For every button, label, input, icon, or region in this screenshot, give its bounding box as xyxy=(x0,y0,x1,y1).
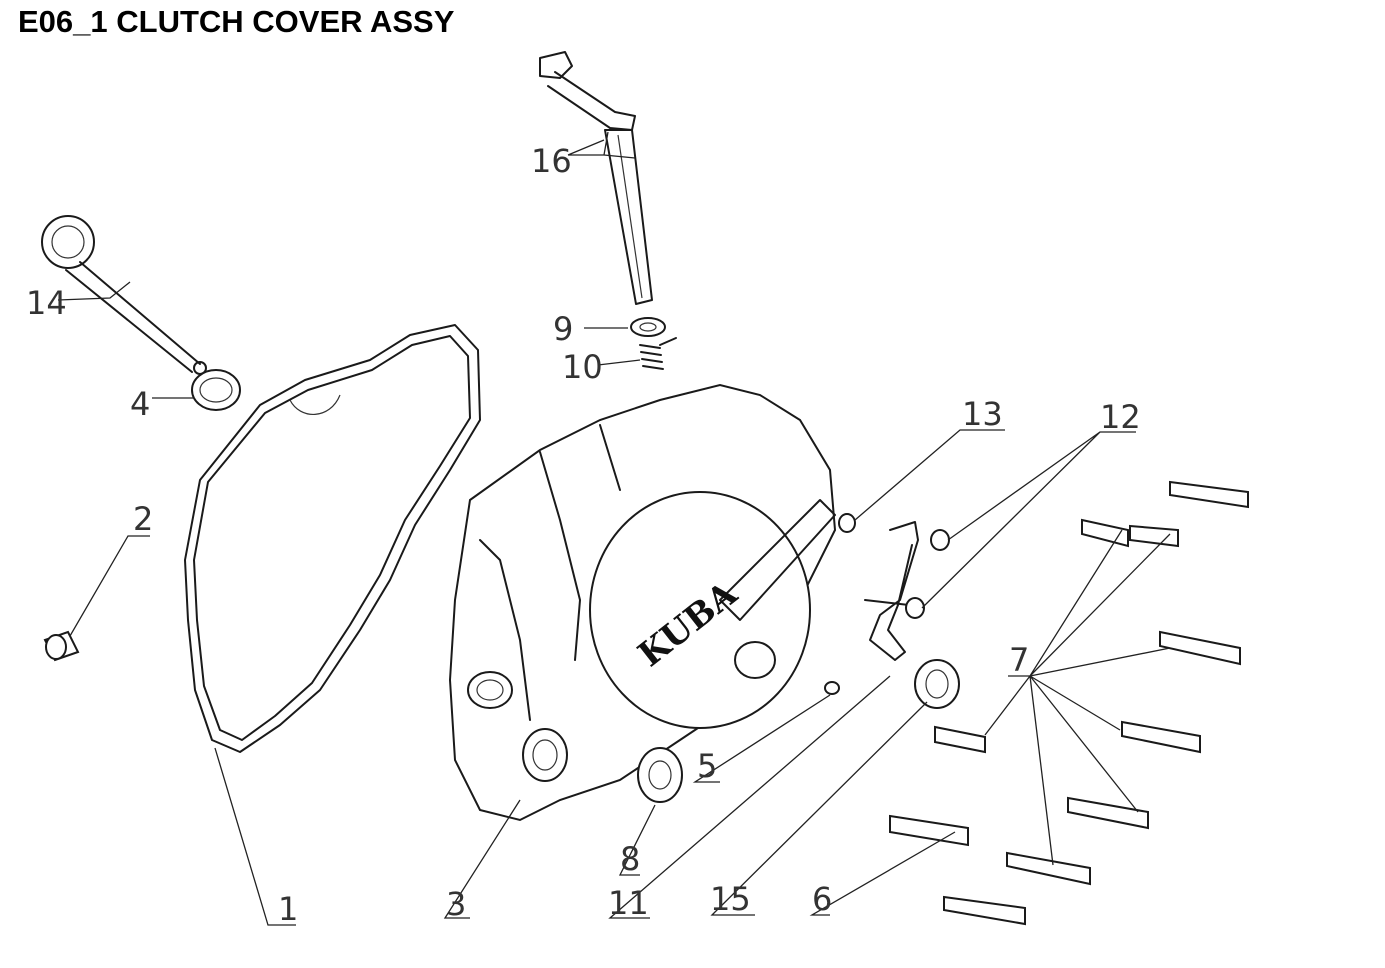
part-6-bolt[interactable] xyxy=(889,814,969,847)
part-16-lifter-shaft[interactable] xyxy=(539,51,653,305)
callout-11: 11 xyxy=(608,884,649,922)
callout-3: 3 xyxy=(446,885,466,923)
callout-15: 15 xyxy=(710,880,751,918)
part-1-gasket[interactable] xyxy=(184,324,481,753)
callout-5: 5 xyxy=(697,747,717,785)
part-4-o-ring[interactable] xyxy=(191,369,241,411)
callout-16: 16 xyxy=(531,142,572,180)
callout-9: 9 xyxy=(553,310,573,348)
part-11-clutch-lever[interactable] xyxy=(864,521,919,661)
part-5-plug[interactable] xyxy=(824,681,840,695)
callout-1: 1 xyxy=(278,890,298,928)
part-10-spring[interactable] xyxy=(639,337,677,370)
callout-10: 10 xyxy=(562,348,603,386)
callout-7: 7 xyxy=(1009,641,1029,679)
leader-lines xyxy=(57,131,1171,926)
callout-4: 4 xyxy=(130,385,150,423)
part-13-washer[interactable] xyxy=(838,513,856,533)
callout-2: 2 xyxy=(133,500,153,538)
part-8-seal[interactable] xyxy=(637,747,683,803)
clutch-cover[interactable]: KUBA xyxy=(448,383,837,822)
part-7-bolts[interactable] xyxy=(934,480,1249,926)
part-2-dowel-pin[interactable] xyxy=(43,630,80,662)
part-15-seal[interactable] xyxy=(914,659,960,709)
callout-8: 8 xyxy=(620,840,640,878)
page-title: E06_1 CLUTCH COVER ASSY xyxy=(18,4,455,39)
callouts: 16 9 10 14 4 2 1 3 5 8 11 15 6 13 12 7 xyxy=(26,142,1141,928)
part-14-dipstick[interactable] xyxy=(41,215,207,375)
callout-6: 6 xyxy=(812,880,832,918)
callout-13: 13 xyxy=(962,395,1003,433)
part-12-bolts[interactable] xyxy=(905,529,950,619)
part-9-seal[interactable] xyxy=(630,317,666,337)
callout-14: 14 xyxy=(26,284,67,322)
callout-12: 12 xyxy=(1100,398,1141,436)
